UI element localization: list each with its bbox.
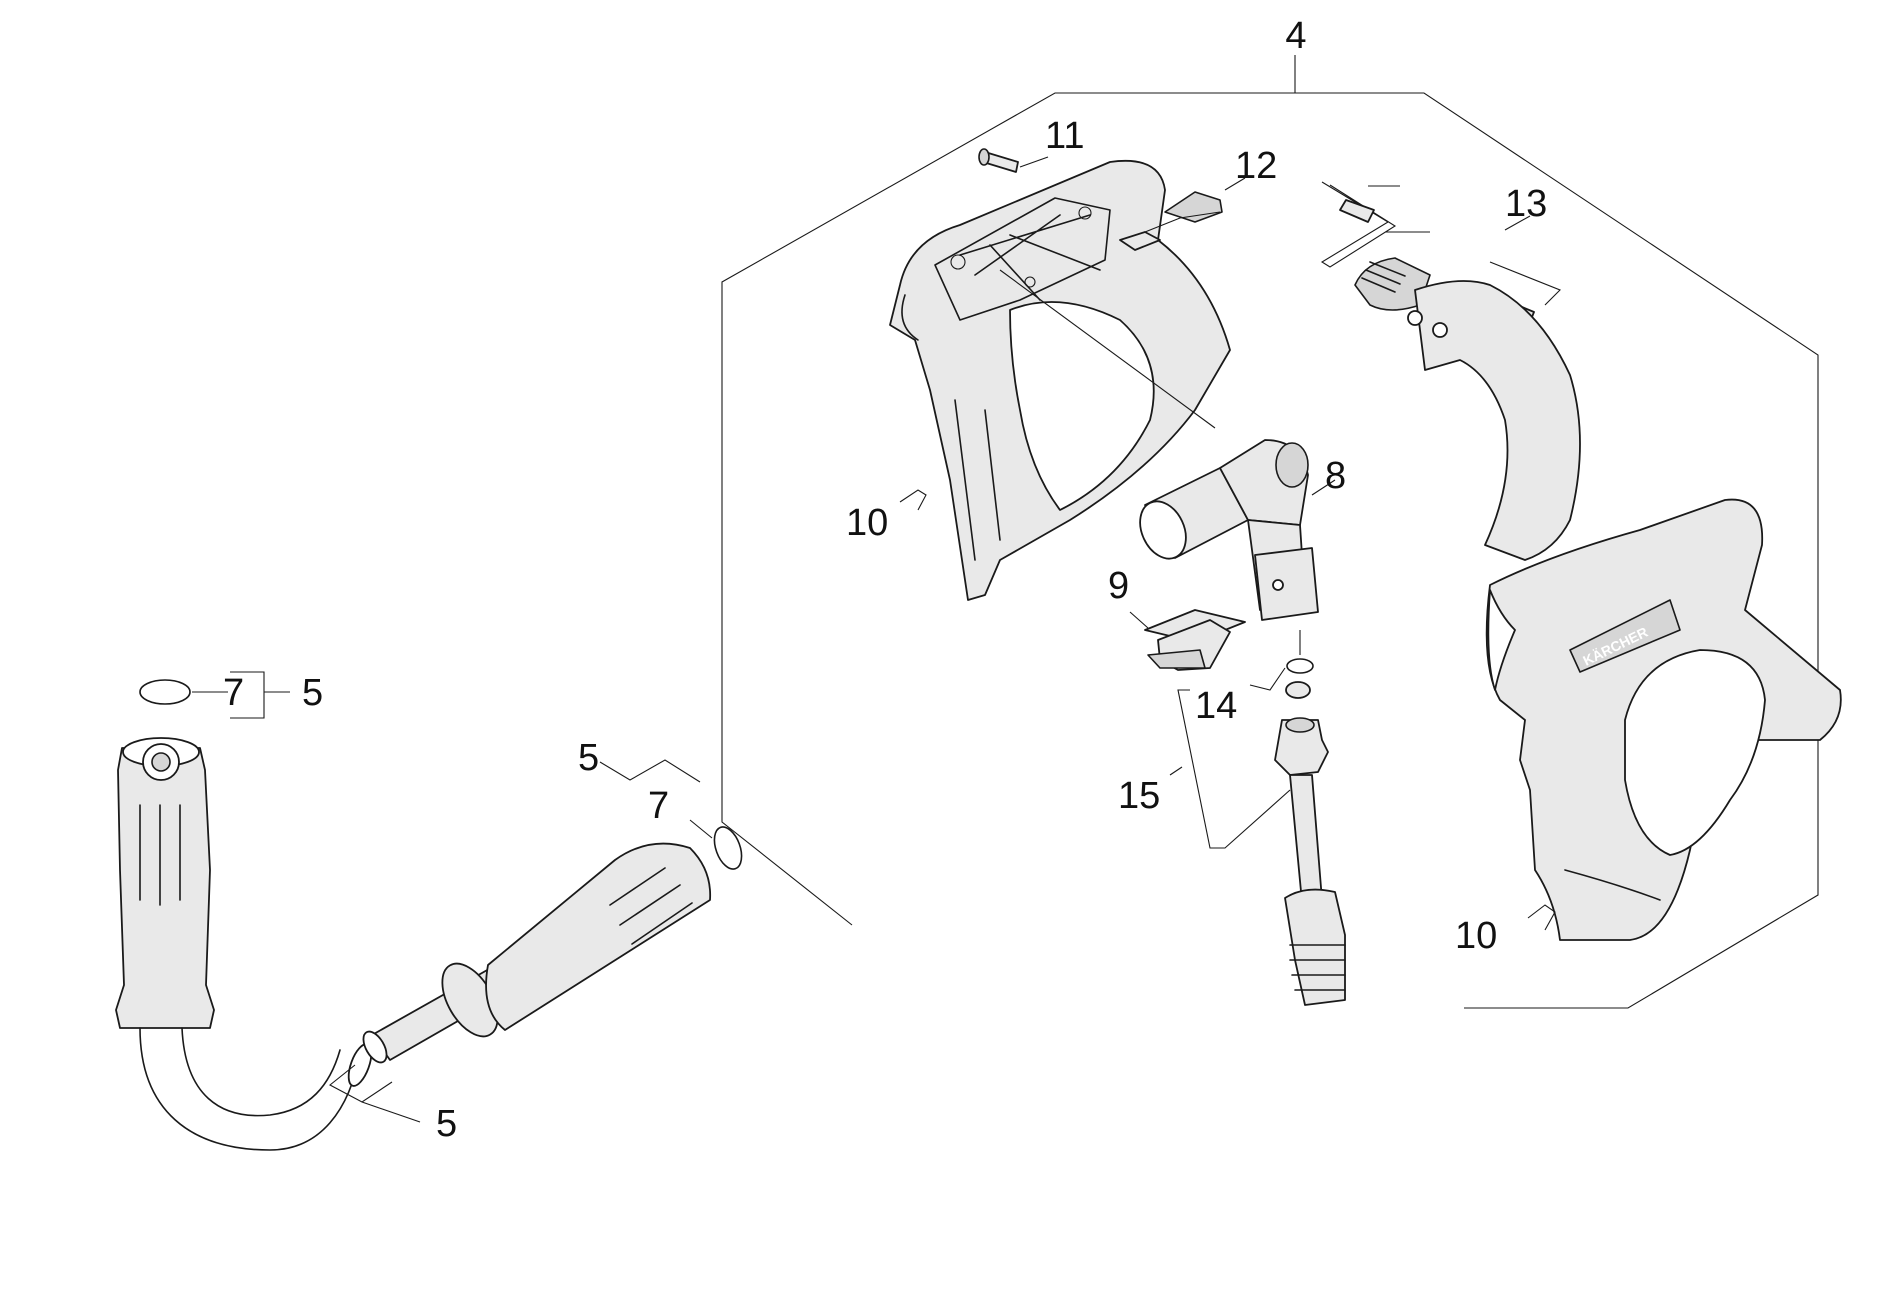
label-10-left: 10	[846, 502, 888, 544]
label-13: 13	[1505, 183, 1547, 225]
elbow-8	[1139, 439, 1336, 621]
label-8: 8	[1325, 455, 1346, 497]
label-14: 14	[1195, 685, 1237, 727]
screw-11	[978, 148, 1049, 173]
hose-grip-right	[485, 842, 712, 1031]
hose-fitting-left	[115, 747, 215, 1029]
shell-left-half	[889, 160, 1231, 601]
label-15: 15	[1118, 775, 1160, 817]
button-12	[1119, 177, 1246, 251]
label-10-right: 10	[1455, 915, 1497, 957]
shell-right-half: KÄRCHER	[1485, 498, 1842, 941]
o-ring-right	[713, 826, 743, 870]
clip-9	[1129, 609, 1246, 671]
hose-assembly	[115, 671, 743, 1151]
o-ring-top	[139, 679, 191, 705]
label-11: 11	[1045, 115, 1084, 157]
label-5-mid: 5	[578, 737, 599, 779]
oring-14	[1249, 630, 1314, 699]
label-4: 4	[1285, 15, 1306, 57]
label-5-bottom: 5	[436, 1103, 457, 1145]
label-7-mid: 7	[648, 785, 669, 827]
label-5-top: 5	[302, 672, 323, 714]
label-9: 9	[1108, 565, 1129, 607]
nipple-15	[1169, 689, 1346, 1006]
label-7-top: 7	[223, 672, 244, 714]
trigger-13	[1320, 181, 1581, 561]
group-4-frame	[721, 55, 1819, 1009]
label-12: 12	[1235, 145, 1277, 187]
